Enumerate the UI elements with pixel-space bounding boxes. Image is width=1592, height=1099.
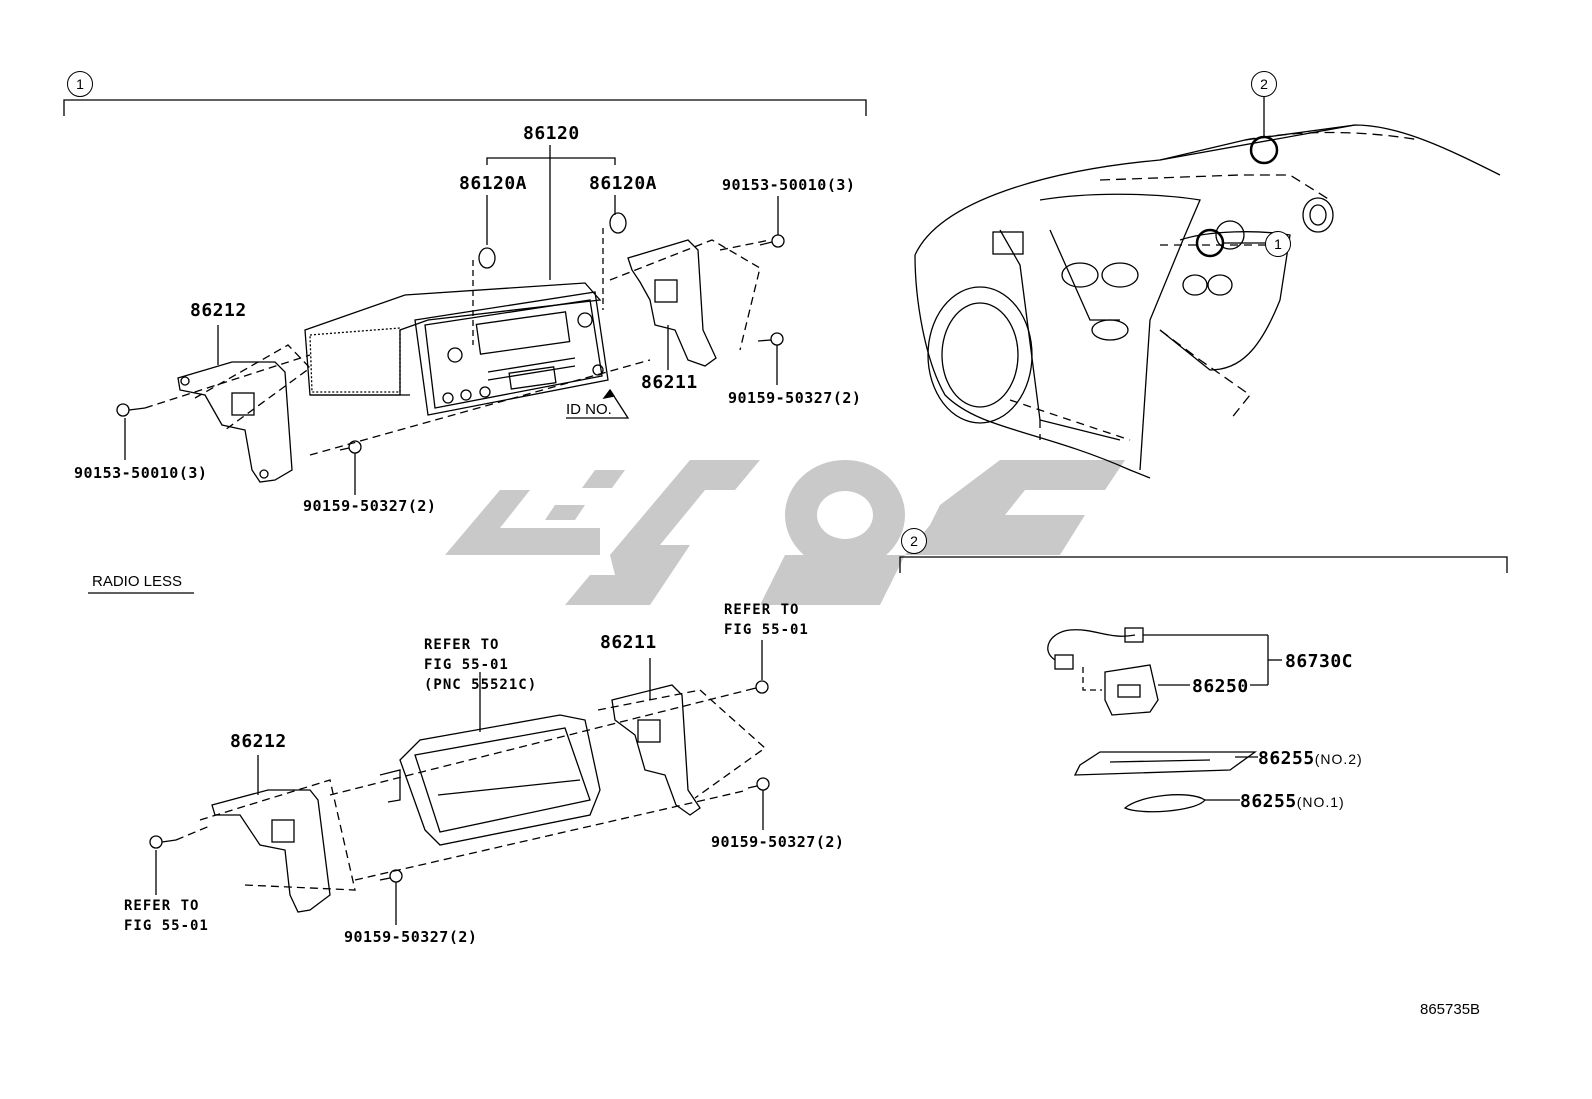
radio-unit-drawing: [116, 145, 785, 495]
label-knob-right: 86120A: [589, 173, 658, 194]
label-radio-receiver: 86120: [523, 123, 580, 144]
figure-id: 865735B: [1420, 1001, 1481, 1018]
callout-2-section: 2: [901, 528, 927, 554]
label-cord-86730c: 86730C: [1285, 651, 1354, 672]
label-left-ref: REFER TO FIG 55-01: [124, 896, 209, 936]
box-ref-line-1: REFER TO: [424, 637, 500, 653]
label-pad-no1: 86255(NO.1): [1240, 791, 1345, 812]
top-ref-line-2: FIG 55-01: [724, 622, 809, 638]
pad-no2-part: 86255: [1258, 748, 1315, 769]
callout-1-section: 1: [67, 71, 93, 97]
radio-less-title: RADIO LESS: [92, 573, 183, 590]
label-bracket-86211: 86211: [641, 372, 698, 393]
left-ref-line-2: FIG 55-01: [124, 918, 209, 934]
radio-less-drawing: [149, 640, 770, 925]
label-top-ref: REFER TO FIG 55-01: [724, 600, 809, 640]
label-screw-right-lower: 90159-50327(2): [711, 833, 845, 851]
label-bracket-86212: 86212: [190, 300, 247, 321]
label-screw-bottom: 90159-50327(2): [303, 497, 437, 515]
label-id-no: ID NO.: [566, 401, 612, 418]
label-bolt-left: 90153-50010(3): [74, 464, 208, 482]
watermark-logo: [445, 460, 1125, 605]
label-box-ref: REFER TO FIG 55-01 (PNC 55521C): [424, 635, 537, 695]
section2-bracket-line: [899, 556, 1508, 573]
pad-no2-suffix: (NO.2): [1314, 751, 1363, 767]
label-knob-left: 86120A: [459, 173, 528, 194]
pad-no1-part: 86255: [1240, 791, 1297, 812]
callout-2-car-top: 2: [1251, 71, 1277, 97]
label-screw-right: 90159-50327(2): [728, 389, 862, 407]
car-interior-drawing: [914, 95, 1501, 479]
section1-bracket-line: [63, 99, 867, 116]
box-ref-line-3: (PNC 55521C): [424, 677, 538, 693]
label-pad-no2: 86255(NO.2): [1258, 748, 1363, 769]
label-bracket-86211-lower: 86211: [600, 632, 657, 653]
top-ref-line-1: REFER TO: [724, 602, 800, 618]
label-bolt-top-right: 90153-50010(3): [722, 176, 856, 194]
antenna-parts-drawing: [1047, 627, 1282, 813]
label-bracket-86212-lower: 86212: [230, 731, 287, 752]
pad-no1-suffix: (NO.1): [1296, 794, 1345, 810]
label-screw-bottom-lower: 90159-50327(2): [344, 928, 478, 946]
callout-1-car: 1: [1265, 231, 1291, 257]
box-ref-line-2: FIG 55-01: [424, 657, 509, 673]
left-ref-line-1: REFER TO: [124, 898, 200, 914]
label-amplifier-86250: 86250: [1192, 676, 1249, 697]
